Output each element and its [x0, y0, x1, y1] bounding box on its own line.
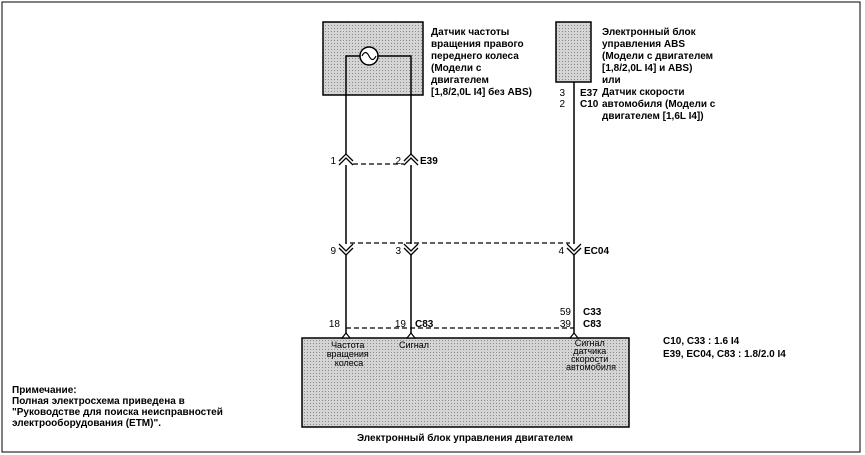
e39-pin-1: 1 — [330, 156, 336, 167]
c83-pin-39: 39 — [560, 319, 572, 330]
abs-pin-e37: 3 — [559, 88, 565, 99]
ecu-title: Электронный блок управления двигателем — [357, 432, 573, 444]
legend-c10-c33: C10, C33 : 1.6 I4 — [663, 336, 740, 347]
abs-code-e37: E37 — [580, 88, 598, 99]
sensor-label: Датчик частоты вращения правого переднег… — [431, 27, 532, 98]
ec04-pin-4: 4 — [558, 246, 564, 257]
abs-control-unit — [555, 21, 592, 83]
wires — [345, 82, 575, 338]
ec04-pin-9: 9 — [330, 246, 336, 257]
note: Примечание: Полная электросхема приведен… — [12, 385, 226, 429]
ec04-code: EC04 — [584, 246, 609, 257]
connector-e39 — [338, 153, 419, 166]
ecu-vehicle-speed-label: Сигнал датчика скорости автомобиля — [566, 338, 616, 372]
ecu-pin-19: 19 — [395, 319, 407, 330]
ecu-pin-18: 18 — [329, 319, 341, 330]
legend-e39-ec04-c83: E39, EC04, C83 : 1.8/2.0 I4 — [663, 349, 786, 360]
abs-code-c10: C10 — [580, 99, 599, 110]
ecu-signal-label: Сигнал — [399, 340, 429, 350]
wheel-speed-sensor — [322, 21, 424, 96]
c33-code: C33 — [583, 307, 602, 318]
ecu-wheel-speed-label: Частота вращения колеса — [327, 340, 372, 368]
e39-pin-2: 2 — [395, 156, 401, 167]
abs-label: Электронный блок управления ABS (Модели … — [602, 26, 718, 122]
sine-wave-icon — [361, 51, 377, 61]
c83-code-right: C83 — [583, 319, 602, 330]
e39-code: E39 — [420, 156, 438, 167]
engine-ecu — [301, 337, 630, 428]
abs-pin-c10: 2 — [559, 99, 565, 110]
ecu-terminals — [340, 332, 580, 339]
ec04-pin-3: 3 — [395, 246, 401, 257]
connector-ec04 — [338, 242, 582, 256]
c33-pin: 59 — [560, 307, 572, 318]
ecu-code-c83: C83 — [415, 319, 434, 330]
